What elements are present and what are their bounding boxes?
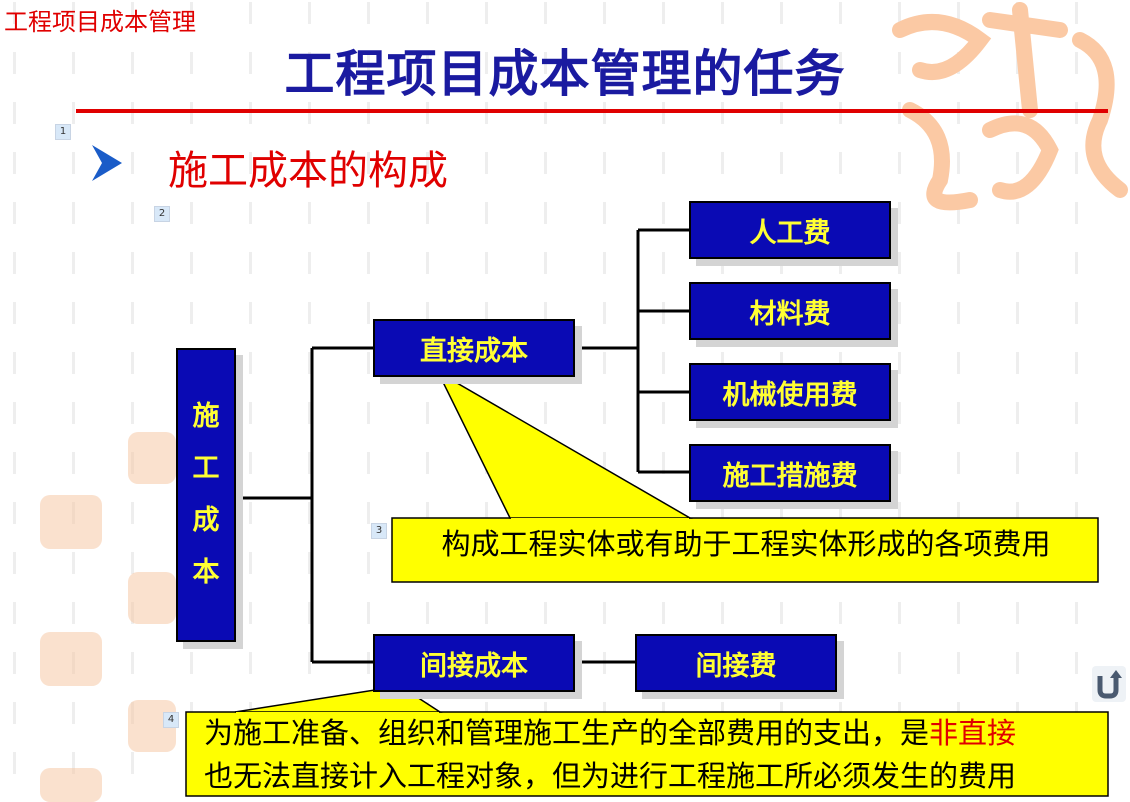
return-icon[interactable]	[1092, 666, 1126, 702]
node-overhead-cost: 间接费	[635, 634, 837, 692]
seal-stamp-icon	[40, 495, 102, 549]
animation-marker: 4	[163, 712, 179, 728]
animation-marker: 1	[55, 124, 71, 140]
callout-indirect-line2: 也无法直接计入工程对象，但为进行工程施工所必须发生的费用	[204, 759, 1017, 793]
title-divider	[76, 109, 1108, 113]
animation-marker: 3	[371, 523, 387, 539]
node-material-cost: 材料费	[689, 282, 891, 340]
calligraphy-watermark-icon	[892, 2, 1128, 211]
root-char: 工	[192, 453, 220, 484]
root-node-construction-cost: 施 工 成 本	[176, 348, 236, 642]
root-char: 成	[192, 505, 220, 536]
node-measures-cost: 施工措施费	[689, 444, 891, 502]
node-machinery-cost: 机械使用费	[689, 363, 891, 421]
callout-direct-pointer	[436, 370, 693, 519]
callout-indirect-line1: 为施工准备、组织和管理施工生产的全部费用的支出，是非直接	[204, 716, 1017, 750]
callout-indirect-text: 为施工准备、组织和管理施工生产的全部费用的支出，是非直接 也无法直接计入工程对象…	[190, 712, 1114, 798]
highlight-text: 非直接	[929, 716, 1017, 750]
root-char: 本	[192, 557, 220, 588]
seal-stamp-icon	[128, 572, 176, 624]
node-indirect-cost: 间接成本	[373, 634, 575, 692]
callout-indirect-shape	[185, 711, 1109, 797]
seal-stamp-icon	[40, 768, 102, 802]
slide-title: 工程项目成本管理的任务	[284, 45, 846, 103]
seal-stamp-icon	[128, 432, 176, 484]
animation-marker: 2	[154, 206, 170, 222]
slide-header-label: 工程项目成本管理	[4, 8, 196, 36]
arrow-right-icon	[92, 145, 122, 181]
section-subtitle: 施工成本的构成	[168, 148, 448, 194]
callout-direct-text: 构成工程实体或有助于工程实体形成的各项费用	[441, 527, 1051, 561]
seal-stamp-icon	[40, 632, 102, 686]
root-char: 施	[192, 401, 220, 432]
node-direct-cost: 直接成本	[373, 319, 575, 377]
callout-direct-shape	[391, 517, 1099, 583]
node-labor-cost: 人工费	[689, 201, 891, 259]
